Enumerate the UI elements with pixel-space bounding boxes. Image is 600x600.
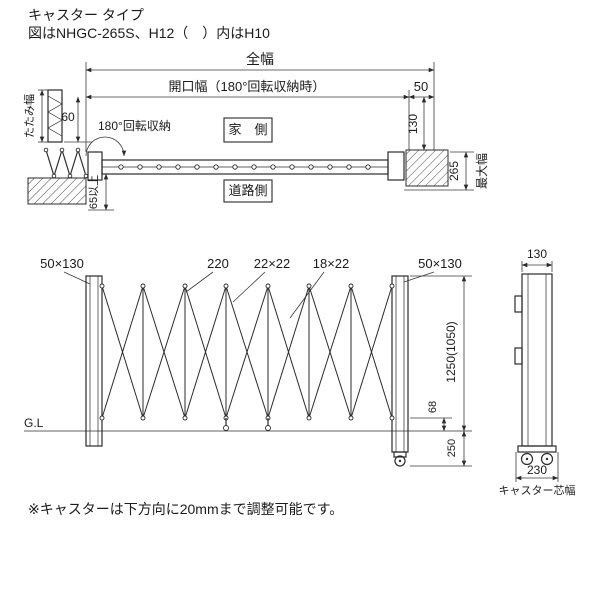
- dim-50: 50: [408, 79, 435, 100]
- dim-265-label: 265: [447, 161, 461, 181]
- label-left-post: 50×130: [40, 256, 91, 285]
- right-post-caster-bracket: [393, 451, 407, 458]
- dim-65-min-label: 65以上: [87, 175, 100, 209]
- dim-250-label: 250: [446, 439, 458, 457]
- house-side-box: 家 側: [223, 117, 273, 143]
- dim-opening-width: 開口幅（180°回転収納時）: [85, 79, 410, 150]
- right-post-caster-wheel: [394, 455, 406, 467]
- depth-130-label: 130: [527, 247, 547, 261]
- plan-view: 全幅 開口幅（180°回転収納時） 50 130 たたみ幅 60: [23, 51, 489, 211]
- caster-plate: [517, 445, 557, 453]
- pitch-220-label: 220: [207, 256, 229, 271]
- dim-max-width: 265 最大幅: [404, 151, 489, 191]
- left-post-size-label: 50×130: [40, 256, 84, 271]
- ground-line-group: G.L: [24, 416, 472, 432]
- dim-68-label: 68: [427, 401, 439, 413]
- side-post-body: [514, 273, 553, 447]
- dim-total-width: 全幅: [85, 51, 435, 152]
- dim-60: 60: [61, 96, 92, 143]
- dim-250: 250: [410, 430, 472, 467]
- caster-wheel-rear: [540, 452, 554, 466]
- caster-width-230-label: 230: [527, 463, 547, 477]
- dim-65-min: 65以上: [87, 173, 114, 211]
- folding-width-label: たたみ幅: [23, 94, 36, 138]
- header: キャスター タイプ 図はNHGC-265S、H12（ ）内はH10: [28, 7, 270, 41]
- dim-50-label: 50: [414, 79, 428, 94]
- side-caster: [517, 445, 557, 466]
- dim-130-plan: 130: [406, 96, 427, 151]
- road-side-label: 道路側: [228, 183, 267, 198]
- road-side-box: 道路側: [223, 179, 273, 203]
- rotation-note-label: 180°回転収納: [98, 119, 171, 133]
- right-post-size-label: 50×130: [418, 256, 462, 271]
- label-member-22x22: 22×22: [232, 256, 291, 303]
- label-member-18x22: 18×22: [289, 256, 350, 319]
- dim-height: 1250(1050): [410, 275, 472, 432]
- member-22x22-label: 22×22: [254, 256, 291, 271]
- opening-width-label: 開口幅（180°回転収納時）: [169, 79, 326, 94]
- left-post: [85, 275, 103, 447]
- dim-130-plan-label: 130: [406, 114, 420, 134]
- dim-caster-width: 230: [515, 452, 559, 482]
- dim-60-label: 60: [61, 110, 75, 124]
- label-right-post: 50×130: [403, 256, 462, 283]
- label-pitch-220: 220: [185, 256, 229, 293]
- accordion-lattice: [99, 283, 395, 431]
- wall-left-hatch: [27, 177, 87, 205]
- post-side-view: 130 230 キャスター芯幅: [499, 247, 576, 497]
- dim-folding-width: たたみ幅: [23, 89, 50, 143]
- caster-core-width-label: キャスター芯幅: [499, 483, 576, 497]
- caster-wheel-front: [520, 452, 534, 466]
- gate-plan: [87, 151, 405, 181]
- rotation-arc: [85, 136, 127, 157]
- plan-right-end-post: [387, 151, 405, 181]
- total-width-label: 全幅: [246, 51, 274, 67]
- folded-gate-bundle: [43, 89, 89, 179]
- drawing-title: キャスター タイプ: [28, 7, 144, 23]
- dim-68: 68: [410, 401, 452, 432]
- rotation-annotation: 180°回転収納: [85, 119, 171, 157]
- drawing-subtitle: 図はNHGC-265S、H12（ ）内はH10: [28, 25, 270, 41]
- max-width-label: 最大幅: [474, 153, 489, 189]
- house-side-label: 家 側: [228, 122, 267, 137]
- footnote: ※キャスターは下方向に20mmまで調整可能です。: [28, 501, 343, 517]
- right-post: [391, 275, 409, 467]
- height-label: 1250(1050): [444, 321, 458, 382]
- ground-line-label: G.L: [24, 416, 44, 430]
- member-18x22-label: 18×22: [313, 256, 350, 271]
- side-post-lug-upper: [514, 295, 523, 313]
- wall-right-hatch: [405, 149, 449, 187]
- dim-depth-130: 130: [521, 247, 553, 272]
- elevation-view: 50×130 220 22×22 18×22 50×130: [24, 256, 472, 467]
- side-post-lug-lower: [514, 347, 523, 365]
